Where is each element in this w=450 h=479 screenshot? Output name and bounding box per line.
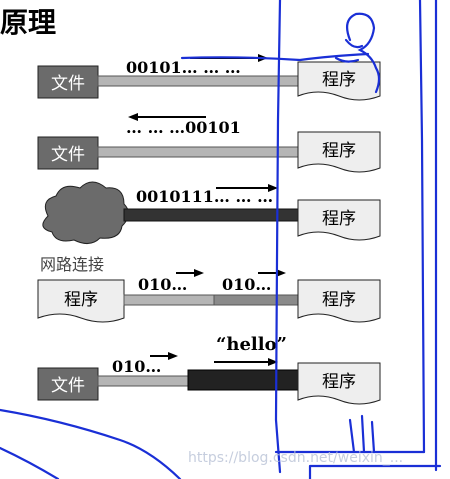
program-label: 程序 — [64, 290, 98, 310]
cloud-icon — [42, 181, 129, 244]
program-label: 程序 — [322, 209, 356, 229]
data-text-right: 010… — [222, 275, 271, 294]
arrow-head-icon — [276, 269, 286, 277]
pen-vertical-line — [418, 0, 426, 454]
pen-arrow-stroke — [180, 52, 370, 62]
pen-box — [308, 464, 442, 479]
row-4: 程序 010… 010… 程序 — [37, 269, 381, 323]
program-box — [297, 61, 381, 101]
pen-scribble — [345, 12, 381, 94]
stream-pipe — [123, 208, 301, 222]
watermark-text: https://blog.csdn.net/weixin_... — [188, 450, 403, 466]
pen-ticks — [348, 414, 376, 454]
row-3: 0010111… … … 程序 网路连接 — [40, 181, 381, 274]
file-label: 文件 — [51, 145, 85, 165]
row-2: 文件 … … …00101 程序 — [37, 113, 381, 173]
stream-pipe-left — [97, 375, 189, 387]
stream-pipe-right — [213, 294, 301, 306]
program-box — [297, 131, 381, 173]
program-box — [297, 279, 381, 323]
pen-scribble — [334, 38, 364, 63]
page-title: 原理 — [0, 6, 56, 39]
arrow-head-icon — [194, 269, 204, 277]
stream-pipe-right — [187, 369, 301, 391]
arrow-head-icon — [168, 352, 178, 360]
data-text: 00101… … … — [126, 58, 241, 77]
file-box — [37, 367, 99, 401]
stream-pipe — [97, 146, 299, 158]
file-label: 文件 — [51, 74, 85, 94]
stream-pipe — [97, 75, 299, 87]
data-text: … … …00101 — [126, 118, 241, 137]
program-box — [297, 362, 381, 405]
program-box — [37, 279, 125, 323]
file-box — [37, 65, 99, 99]
program-label: 程序 — [322, 372, 356, 392]
pen-curve — [0, 408, 182, 479]
program-box — [297, 199, 381, 241]
data-text-left: 010… — [138, 275, 187, 294]
stream-pipe-left — [123, 294, 215, 306]
program-label: 程序 — [322, 70, 356, 90]
arrow-head-icon — [268, 184, 278, 192]
file-label: 文件 — [51, 376, 85, 396]
network-label: 网路连接 — [40, 255, 104, 274]
arrow-head-icon — [268, 358, 278, 366]
data-text: 0010111… … … — [136, 187, 273, 206]
data-text-right: “hello” — [216, 334, 287, 355]
row-5: 文件 010… “hello” 程序 — [37, 334, 381, 405]
pen-curve — [0, 446, 60, 479]
program-label: 程序 — [322, 290, 356, 310]
row-1: 文件 00101… … … 程序 — [37, 54, 381, 101]
pen-vertical-line — [274, 0, 282, 474]
arrow-head-icon — [128, 113, 138, 121]
data-text-left: 010… — [112, 357, 161, 376]
program-label: 程序 — [322, 141, 356, 161]
